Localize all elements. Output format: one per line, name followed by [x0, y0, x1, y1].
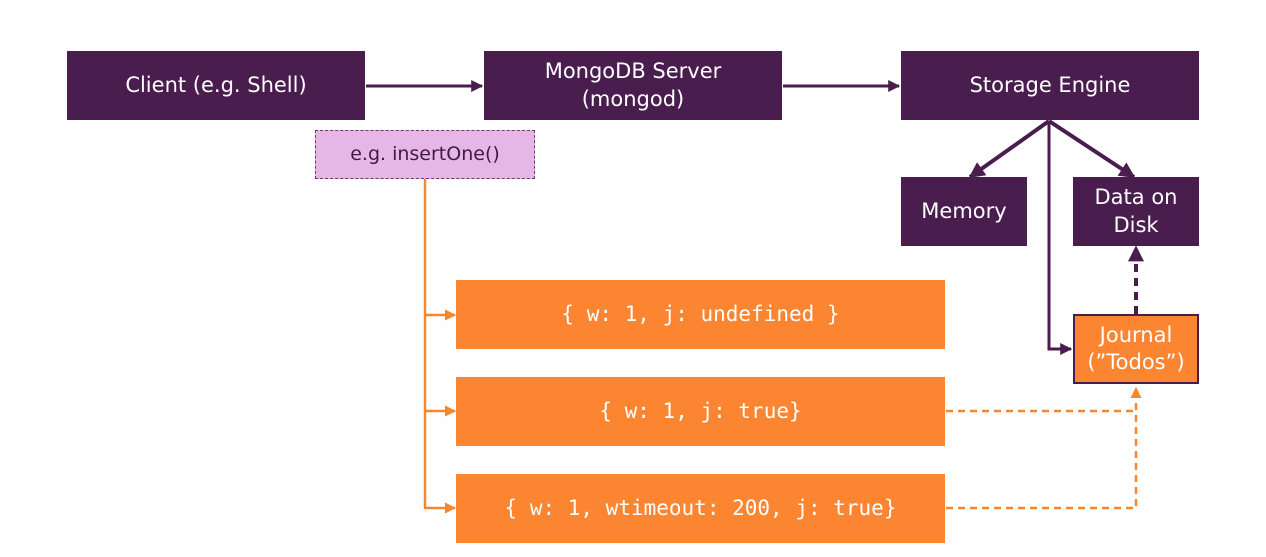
disk-label-line1: Data on: [1094, 185, 1178, 210]
write-concern-code-2: { w: 1, j: true}: [599, 398, 802, 423]
write-concern-option-3: { w: 1, wtimeout: 200, j: true}: [456, 474, 945, 543]
write-concern-option-1: { w: 1, j: undefined }: [456, 280, 945, 349]
storage-engine-node: Storage Engine: [901, 51, 1199, 120]
dashed-concern-3-to-journal: [946, 386, 1142, 510]
journal-node: Journal (”Todos”): [1073, 314, 1199, 384]
journal-label-line2: (”Todos”): [1087, 350, 1185, 374]
insert-one-note: e.g. insertOne(): [315, 130, 535, 179]
disk-label-line2: Disk: [1113, 212, 1159, 237]
client-label: Client (e.g. Shell): [125, 72, 307, 97]
insert-one-label: e.g. insertOne(): [350, 143, 500, 166]
server-label-line1: MongoDB Server: [544, 59, 722, 84]
memory-label: Memory: [921, 198, 1007, 223]
mongodb-server-node: MongoDB Server (mongod): [484, 51, 782, 120]
memory-node: Memory: [901, 177, 1027, 246]
write-concern-option-2: { w: 1, j: true}: [456, 377, 945, 446]
client-node: Client (e.g. Shell): [67, 51, 365, 120]
storage-label: Storage Engine: [969, 72, 1131, 97]
arrow-storage-to-memory: [968, 119, 1051, 179]
write-concern-code-3: { w: 1, wtimeout: 200, j: true}: [504, 495, 897, 520]
server-label-line2: (mongod): [581, 86, 685, 111]
write-concern-code-1: { w: 1, j: undefined }: [561, 301, 840, 326]
journal-label-line1: Journal: [1099, 322, 1173, 347]
arrow-storage-to-disk: [1047, 119, 1136, 179]
data-on-disk-node: Data on Disk: [1073, 177, 1199, 246]
arrow-storage-to-journal: [1047, 121, 1073, 355]
